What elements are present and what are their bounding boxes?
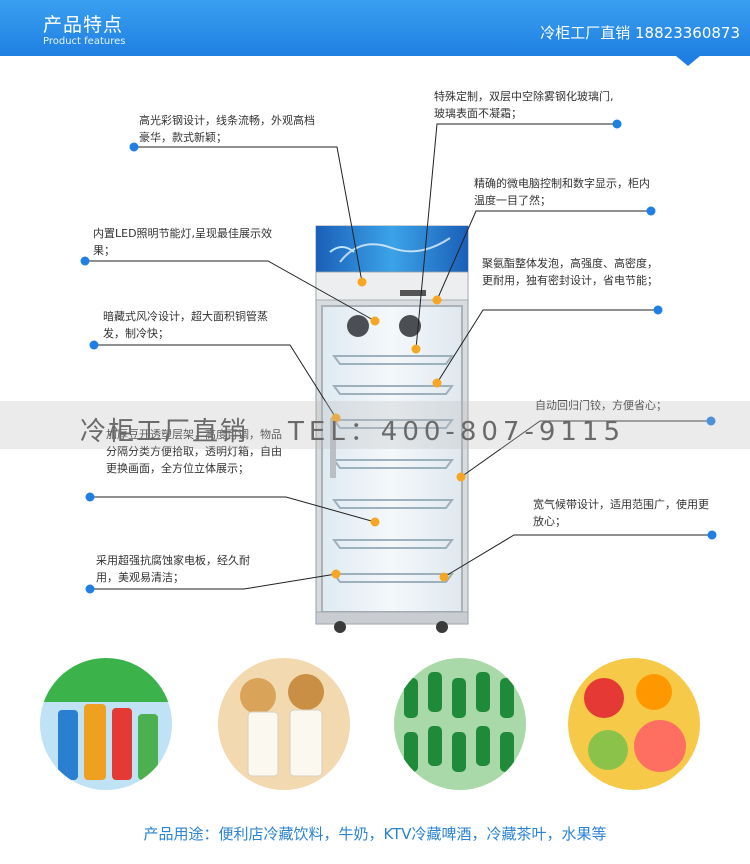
feature-markers — [331, 277, 466, 582]
feature-led: 内置LED照明节能灯,呈现最佳展示效果； — [93, 227, 273, 257]
header-bar: 产品特点 Product features 冷柜工厂直销 18823360873 — [0, 0, 750, 56]
watermark-banner — [0, 401, 750, 449]
door-handle — [330, 418, 336, 478]
fan — [347, 315, 369, 337]
feature-fan: 暗藏式风冷设计，超大面积铜管蒸发，制冷快； — [103, 310, 268, 340]
fan — [399, 315, 421, 337]
photo-milk — [218, 658, 350, 790]
section-subtitle: Product features — [43, 36, 126, 47]
section-title: 产品特点 — [43, 14, 124, 36]
watermark-text: 冷柜工厂直销 TEL：400-807-9115 — [80, 411, 625, 448]
feature-seal: 宽气候带设计，适用范围广，使用更放心； — [533, 498, 709, 528]
feature-hinge: 自动回归门铰，方便省心； — [535, 399, 667, 412]
usage-text: 产品用途：便利店冷藏饮料，牛奶，KTV冷藏啤酒，冷藏茶叶，水果等 — [143, 825, 607, 843]
hotline-text: 冷柜工厂直销 18823360873 — [540, 24, 740, 42]
caster-wheel — [436, 621, 448, 633]
header-notch — [676, 56, 700, 66]
display-panel — [400, 290, 426, 296]
watermark-brand: 冷柜工厂直销 — [80, 417, 249, 447]
feature-glass: 特殊定制，双层中空除雾钢化玻璃门,玻璃表面不凝霜； — [434, 90, 614, 120]
photo-drinks — [40, 658, 172, 790]
feature-shelf: 加厚豆开透塑层架，高度可调，物品分隔分类方便拾取，透明灯箱，自由更换画面，全方位… — [106, 428, 282, 475]
feature-panel: 采用超强抗腐蚀家电板，经久耐用，美观易清洁； — [96, 554, 250, 584]
photo-fruit — [568, 658, 700, 790]
fridge-cabinet — [315, 225, 469, 633]
callout-lines — [85, 123, 712, 590]
feature-steel: 高光彩钢设计，线条流畅，外观高档豪华，款式新颖； — [139, 114, 315, 144]
watermark-tel: TEL：400-807-9115 — [288, 417, 625, 447]
feature-foam: 聚氨酯整体发泡，高强度、高密度，更耐用，独有密封设计，省电节能； — [482, 257, 658, 287]
callout-dots — [80, 119, 717, 594]
shelves — [332, 355, 454, 583]
caster-wheel — [334, 621, 346, 633]
feature-control: 精确的微电脑控制和数字显示，柜内温度一目了然； — [474, 177, 650, 207]
photo-beer — [394, 658, 526, 790]
